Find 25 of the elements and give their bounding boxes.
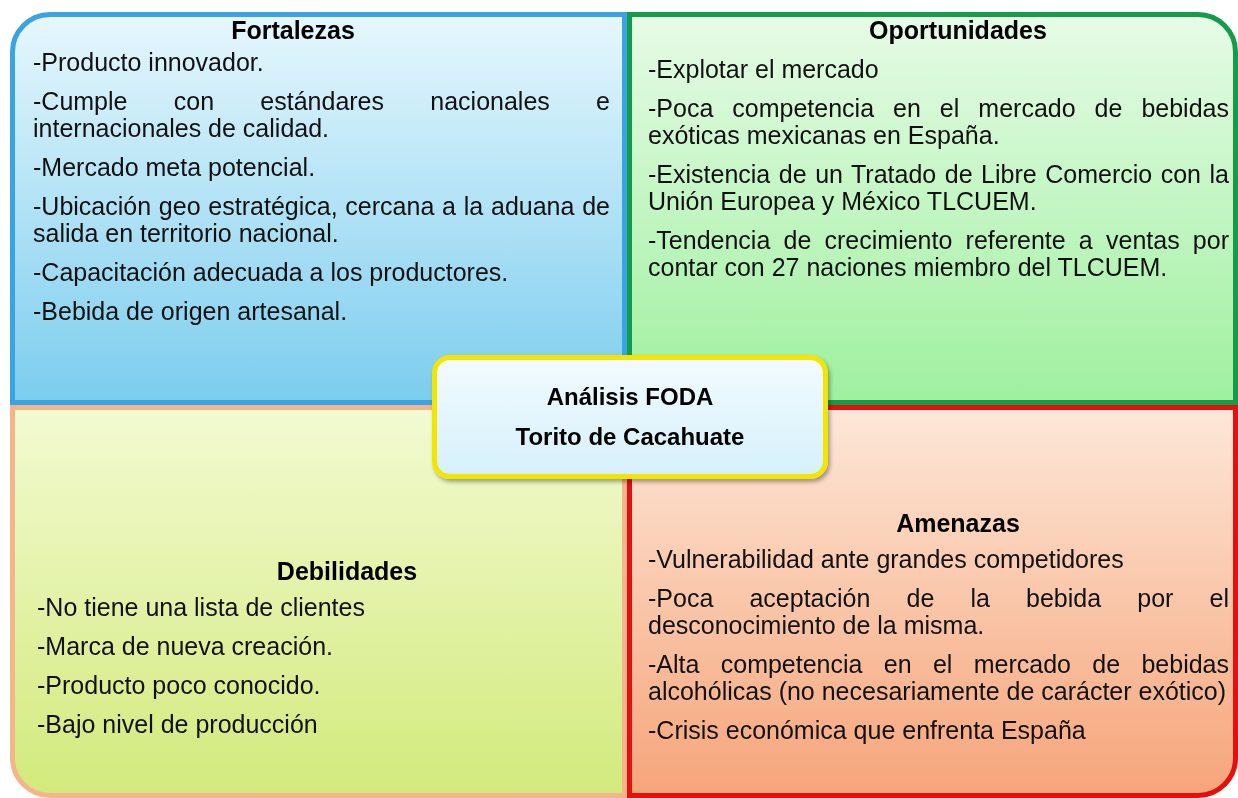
list-item: -Bajo nivel de producción — [37, 711, 319, 738]
title-text: Torito de Cacahuate — [515, 422, 745, 452]
section-heading: Amenazas — [895, 510, 1021, 536]
list-item: -Vulnerabilidad ante grandes competidores — [648, 546, 1125, 573]
list-item: -Cumple con estándares nacionales e internacionales de calidad. — [33, 88, 610, 142]
list-item: -No tiene una lista de clientes — [37, 594, 366, 621]
list-item: -Tendencia de crecimiento referente a ventas por contar con 27 naciones miembro del TLCUEM. — [648, 227, 1229, 281]
list-item: -Poca aceptación de la bebida por el desconocimiento de la misma. — [648, 585, 1229, 639]
list-item: -Crisis económica que enfrenta España — [648, 717, 1087, 744]
list-item: -Existencia de un Tratado de Libre Comercio con la Unión Europea y México TLCUEM. — [648, 161, 1229, 215]
title-text: Análisis FODA — [546, 382, 714, 412]
section-heading: Oportunidades — [868, 17, 1048, 43]
list-item: -Producto innovador. — [33, 49, 265, 76]
list-item: -Mercado meta potencial. — [33, 154, 317, 181]
list-item: -Marca de nueva creación. — [37, 633, 334, 660]
list-item: -Alta competencia en el mercado de bebidas alcohólicas (no necesariamente de carácter exótico) — [648, 651, 1229, 705]
title-box — [432, 355, 828, 479]
list-item: -Ubicación geo estratégica, cercana a la aduana de salida en territorio nacional. — [33, 193, 610, 247]
list-item: -Capacitación adecuada a los productores. — [33, 259, 510, 286]
section-heading: Debilidades — [275, 558, 419, 584]
list-item: -Bebida de origen artesanal. — [33, 298, 349, 325]
list-item: -Poca competencia en el mercado de bebidas exóticas mexicanas en España. — [648, 95, 1229, 149]
section-heading: Fortalezas — [230, 17, 356, 43]
list-item: -Producto poco conocido. — [37, 672, 322, 699]
list-item: -Explotar el mercado — [648, 56, 880, 83]
